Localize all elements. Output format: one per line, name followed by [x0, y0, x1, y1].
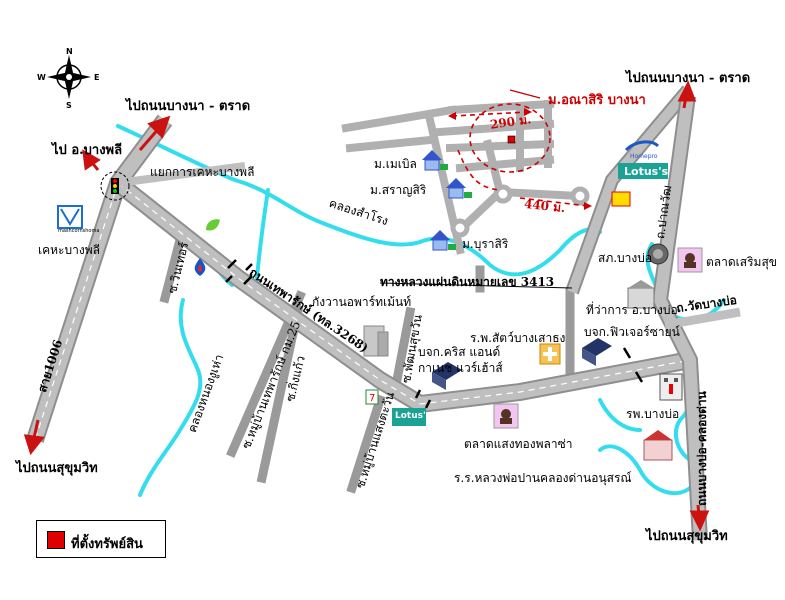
gas-station-icon: [194, 258, 206, 276]
label-meehouse: mashcornshoma: [58, 228, 100, 234]
label-hospital: รพ.บางบ่อ: [626, 407, 680, 421]
label-m-anasiri: ม.อณาสิริ บางนา: [548, 93, 646, 108]
apartment-building-icon: [363, 325, 389, 357]
label-vet: ร.พ.สัตว์บางเสาธง: [470, 331, 566, 345]
map-legend: ที่ตั้งทรัพย์สิน: [36, 520, 166, 558]
vet-hospital-icon: [539, 343, 561, 365]
district-office-icon: [627, 280, 655, 309]
dest-bang-phli: ไป อ.บางพลี: [52, 143, 123, 158]
label-sp-bangbo: สภ.บางบ่อ: [598, 251, 653, 265]
label-junction: แยกการเคหะบางพลี: [150, 165, 255, 179]
seven-eleven-icon: 7: [365, 389, 379, 405]
soi-win-road: [159, 234, 186, 304]
khlong-samrong-canal: [116, 124, 602, 277]
property-circle: [469, 103, 551, 173]
khlong-nongngu-canal: [138, 298, 203, 497]
arrow-bang-phli: [82, 149, 101, 171]
house-icons: [422, 150, 472, 251]
traffic-light-icon: [100, 171, 130, 201]
direction-arrows: [23, 80, 710, 532]
dest-bangna-trat-left: ไปถนนบางนา - ตราด: [126, 99, 251, 114]
police-station-icon: [647, 243, 669, 265]
eco-logo-icon: [206, 219, 220, 231]
compass-n: N: [66, 47, 73, 56]
market-sangthong-icon: [493, 403, 519, 429]
house-mabel-icon: [422, 150, 448, 171]
estate-grid: [341, 99, 585, 255]
label-amphoe-office: ที่ว่าการ อ.บางบ่อ: [586, 303, 678, 317]
lotus-bottom-logo: [392, 408, 426, 426]
compass-e: E: [94, 73, 100, 82]
label-lotus-top: Lotus's: [624, 165, 669, 178]
property-marker: [507, 135, 516, 144]
soi-kingkaew-road: [256, 304, 304, 484]
label-m-mabel: ม.เมเบิล: [374, 157, 417, 171]
hospital-icon: [659, 373, 683, 401]
school-icon: [643, 430, 673, 461]
label-lotus-bottom: Lotus's: [395, 411, 432, 421]
label-talat-sangthong: ตลาดแสงทองพลาซ่า: [464, 437, 573, 451]
legend-property-swatch: [47, 531, 65, 549]
road-kheha-branch: [117, 162, 246, 187]
svg-text:7: 7: [369, 393, 375, 404]
label-kheha-bangphli: เคหะบางพลี: [38, 243, 100, 257]
kheha-logo-icon: [57, 205, 83, 229]
label-kungwan: กังวานอพาร์ทเม้นท์: [312, 295, 412, 309]
compass-w: W: [37, 73, 46, 82]
bridges: [225, 259, 644, 409]
brand-logo-top-icon: Homepro: [624, 140, 660, 160]
minor-roads: [159, 234, 575, 494]
compass-rose: [47, 55, 91, 99]
label-future-sign: บจก.ฟิวเจอร์ซายน์: [584, 325, 680, 339]
label-bangbo-khlongdan: ถนนบางบ่อ-คลองด่าน: [695, 391, 709, 506]
label-chris: บจก.คริส แอนด์: [418, 345, 501, 359]
dest-bangna-trat-right: ไปถนนบางนา - ตราด: [626, 71, 751, 86]
lotus-top-logo: [618, 163, 668, 179]
label-talat-sermsuk: ตลาดเสริมสุข: [706, 255, 777, 269]
label-m-saranasiri: ม.สราญสิริ: [370, 183, 427, 197]
label-school: ร.ร.หลวงพ่อปานคลองด่านอนุสรณ์: [454, 471, 632, 485]
route-to-property: [451, 103, 589, 207]
label-m-burasiri: ม.บุราสิริ: [462, 237, 509, 251]
arrow-bangna-trat-left: [138, 115, 171, 151]
arrow-sukhumvit-right: [689, 504, 710, 532]
legend-label: ที่ตั้งทรัพย์สิน: [71, 537, 143, 552]
soi-samran-road: [346, 394, 386, 494]
dest-sukhumvit-left: ไปถนนสุขุมวิท: [16, 461, 98, 476]
canal-right-mid: [598, 398, 642, 432]
label-highway-3413: ทางหลวงแผ่นดินหมายเลข 3413: [380, 275, 555, 289]
compass-s: S: [66, 101, 72, 110]
house-saran-icon: [446, 178, 472, 199]
svg-text:Homepro: Homepro: [630, 153, 658, 160]
warehouse-future-icon: [582, 338, 612, 366]
dest-sukhumvit-right: ไปถนนสุขุมวิท: [646, 529, 728, 544]
market-sermsuk-icon: [677, 247, 703, 273]
label-chris2: กาเนช แวร์เฮ้าส์: [418, 361, 503, 375]
arrow-sukhumvit-left: [23, 419, 45, 456]
soi-sansuk-road: [389, 306, 416, 396]
warehouse-chris-icon: [432, 362, 462, 390]
road-wat-bangbo: [664, 307, 741, 330]
house-bura-icon: [430, 230, 456, 251]
arrow-bangna-trat-right: [677, 80, 697, 109]
shell-logo-icon: [611, 191, 631, 207]
